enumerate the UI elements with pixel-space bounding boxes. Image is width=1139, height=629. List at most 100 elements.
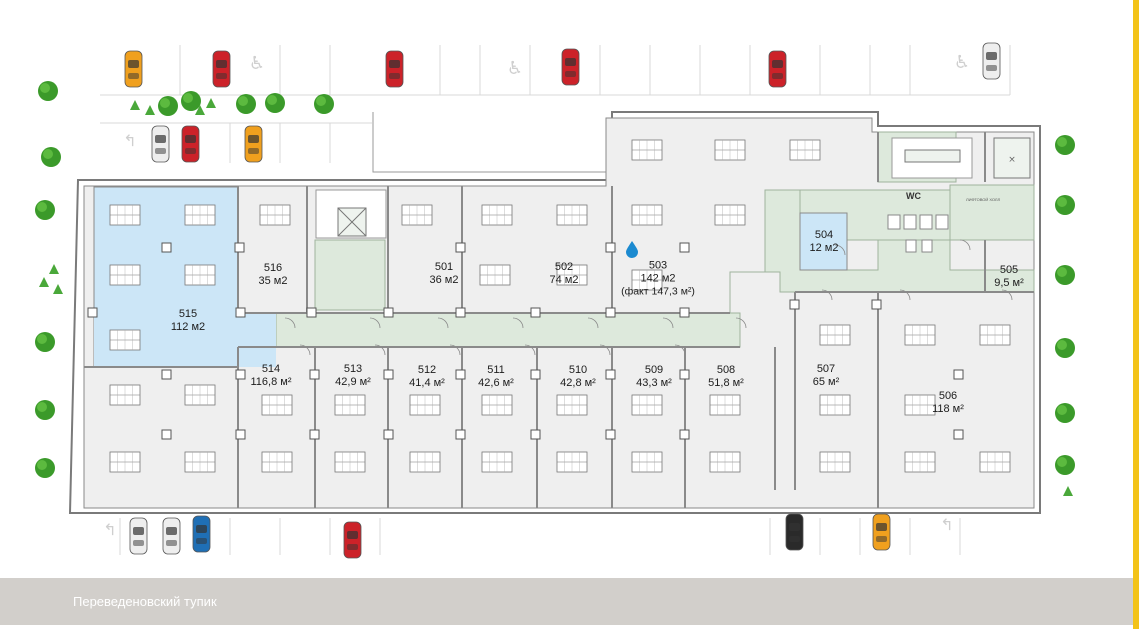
room-number: 505 bbox=[999, 264, 1019, 276]
room-number: 510 bbox=[568, 364, 588, 376]
room-number: 508 bbox=[716, 364, 736, 376]
desk-cluster bbox=[631, 394, 663, 416]
room-area: 35 м2 bbox=[258, 275, 288, 287]
desk-cluster bbox=[556, 204, 588, 226]
wheelchair-icon: ♿ bbox=[507, 58, 523, 79]
door-swing bbox=[512, 317, 524, 329]
room-number: 513 bbox=[343, 363, 363, 375]
car-icon bbox=[192, 515, 211, 553]
room-area: 41,4 м² bbox=[409, 377, 445, 389]
room-area: 43,3 м² bbox=[636, 377, 672, 389]
car-icon bbox=[129, 517, 148, 555]
courtyard-outline bbox=[372, 112, 613, 173]
tree-icon bbox=[1055, 455, 1075, 475]
car-icon bbox=[872, 513, 891, 551]
door-swing bbox=[299, 344, 311, 356]
car-icon bbox=[162, 517, 181, 555]
tree-icon bbox=[236, 94, 256, 114]
landscaping-trees bbox=[35, 81, 1075, 496]
desk-cluster bbox=[259, 204, 291, 226]
door-swing bbox=[899, 289, 911, 301]
desk-cluster bbox=[184, 384, 216, 406]
desk-cluster bbox=[789, 139, 821, 161]
room-number: 511 bbox=[487, 364, 505, 376]
tree-icon bbox=[158, 96, 178, 116]
desk-cluster bbox=[109, 264, 141, 286]
room-number: 504 bbox=[814, 229, 834, 241]
no-parking-icon: ↰ bbox=[940, 515, 953, 534]
desk-cluster bbox=[556, 451, 588, 473]
tree-icon bbox=[38, 81, 58, 101]
staircase-left bbox=[315, 189, 387, 239]
room-area: 118 м² bbox=[932, 403, 964, 415]
desk-cluster bbox=[631, 451, 663, 473]
wc-label: WC bbox=[906, 191, 921, 201]
door-swing bbox=[524, 344, 536, 356]
room-area: 9,5 м² bbox=[994, 277, 1024, 289]
tree-icon bbox=[1055, 195, 1075, 215]
desk-cluster bbox=[631, 204, 663, 226]
desk-cluster bbox=[401, 204, 433, 226]
door-swing bbox=[735, 317, 747, 329]
parking-lot-bottom bbox=[119, 518, 961, 555]
tree-icon bbox=[1055, 265, 1075, 285]
door-swing bbox=[834, 244, 846, 256]
desk-cluster bbox=[709, 451, 741, 473]
parked-cars bbox=[124, 42, 1001, 559]
door-swing bbox=[674, 344, 686, 356]
parking-signs: ♿♿♿↰↰↰ bbox=[103, 52, 970, 539]
door-swing bbox=[1001, 289, 1013, 301]
door-swing bbox=[374, 344, 386, 356]
room-number: 514 bbox=[261, 363, 281, 375]
wc-fixtures bbox=[887, 214, 949, 253]
door-swing bbox=[821, 289, 833, 301]
room-number: 509 bbox=[644, 364, 664, 376]
street-band: Переведеновский тупик bbox=[0, 578, 1133, 625]
shrub-icon bbox=[130, 100, 140, 110]
room-504-area[interactable] bbox=[799, 212, 848, 271]
desk-cluster bbox=[904, 451, 936, 473]
desk-cluster bbox=[819, 324, 851, 346]
desk-cluster bbox=[409, 451, 441, 473]
door-swing bbox=[587, 317, 599, 329]
desk-cluster bbox=[979, 451, 1011, 473]
desk-cluster bbox=[709, 394, 741, 416]
desk-cluster bbox=[409, 394, 441, 416]
tree-icon bbox=[265, 93, 285, 113]
desk-cluster bbox=[334, 394, 366, 416]
tree-icon bbox=[35, 200, 55, 220]
water-drop-icon bbox=[626, 241, 638, 258]
shrub-icon bbox=[206, 98, 216, 108]
car-icon bbox=[785, 513, 804, 551]
room-number: 503 bbox=[648, 259, 668, 272]
desk-cluster bbox=[556, 394, 588, 416]
desk-cluster bbox=[714, 139, 746, 161]
desk-cluster bbox=[904, 324, 936, 346]
desk-cluster bbox=[819, 394, 851, 416]
wheelchair-icon: ♿ bbox=[249, 53, 265, 74]
tree-icon bbox=[181, 91, 201, 111]
shrub-icon bbox=[195, 105, 205, 115]
tree-icon bbox=[314, 94, 334, 114]
tree-icon bbox=[35, 332, 55, 352]
room-actual-area: (факт 147,3 м²) bbox=[621, 285, 695, 298]
wheelchair-icon: ♿ bbox=[954, 52, 970, 73]
desk-cluster bbox=[631, 269, 663, 291]
